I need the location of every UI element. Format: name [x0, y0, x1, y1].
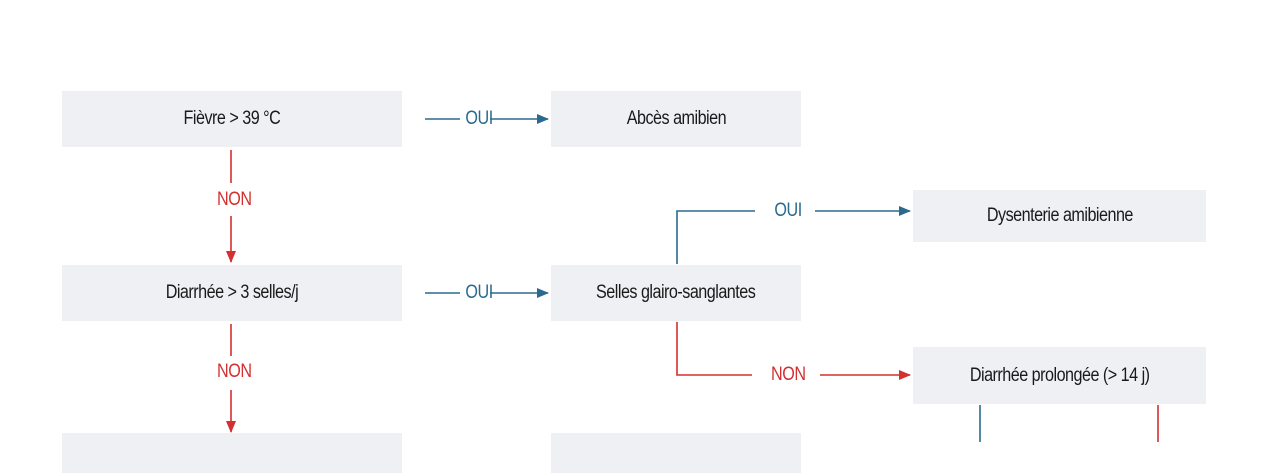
connectors: [226, 114, 1159, 442]
node-fievre-label: Fièvre > 39 °C: [183, 108, 281, 129]
node-fievre: Fièvre > 39 °C: [62, 91, 402, 147]
node-diarrhee-label: Diarrhée > 3 selles/j: [165, 282, 299, 303]
node-prolongee-label: Diarrhée prolongée (> 14 j): [969, 364, 1150, 386]
edge-selles-oui-line: [676, 210, 755, 264]
node-bottom-middle: [551, 433, 801, 473]
node-prolongee: Diarrhée prolongée (> 14 j): [913, 347, 1206, 404]
node-diarrhee: Diarrhée > 3 selles/j: [62, 265, 402, 321]
node-abces: Abcès amibien: [551, 91, 801, 147]
label-fievre-oui: OUI: [465, 108, 493, 129]
edge-selles-non-line: [676, 322, 752, 376]
label-diarrhee-oui: OUI: [465, 282, 493, 303]
node-abces-label: Abcès amibien: [626, 108, 726, 129]
node-selles: Selles glairo-sanglantes: [551, 265, 801, 321]
label-selles-oui: OUI: [774, 200, 802, 221]
node-dysenterie: Dysenterie amibienne: [913, 190, 1206, 242]
node-selles-label: Selles glairo-sanglantes: [596, 282, 756, 303]
label-selles-non: NON: [771, 364, 806, 385]
label-diarrhee-non: NON: [217, 361, 252, 382]
node-dysenterie-label: Dysenterie amibienne: [986, 205, 1133, 226]
label-fievre-non: NON: [217, 189, 252, 210]
node-bottom-left: [62, 433, 402, 473]
